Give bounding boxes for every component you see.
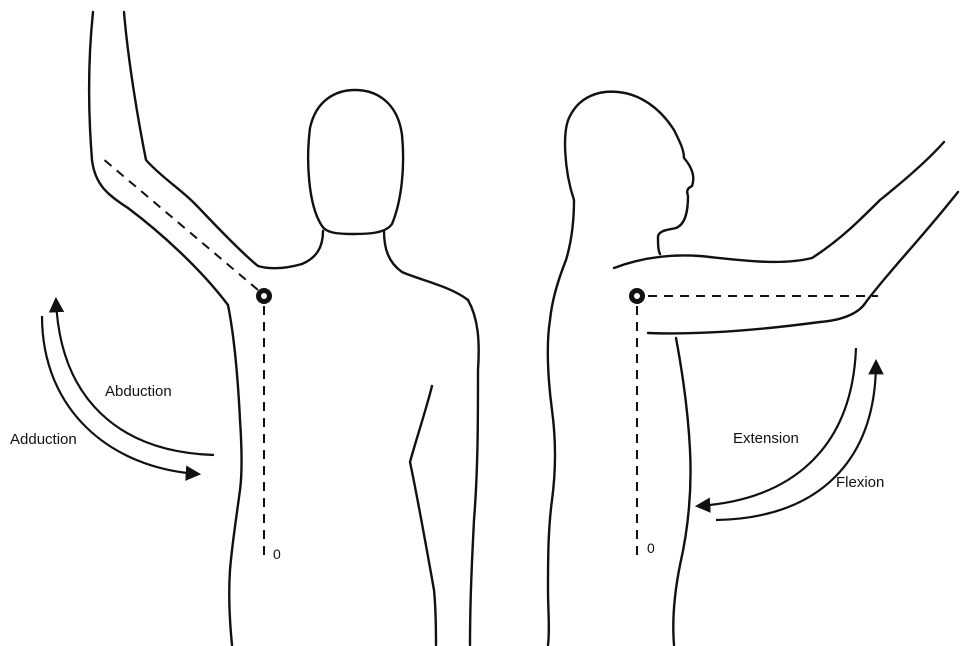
side-shoulder-joint-center (634, 293, 640, 299)
adduction-label: Adduction (10, 431, 77, 448)
extension-label: Extension (733, 430, 799, 447)
front-view-figure: Abduction Adduction 0 (10, 12, 479, 645)
flexion-label: Flexion (836, 474, 884, 491)
front-right-arm-inner-outline (410, 386, 436, 645)
side-arm-top-outline (614, 142, 944, 268)
side-front-torso-outline (673, 338, 690, 645)
front-shoulder-joint-center (261, 293, 267, 299)
extension-arrow (698, 348, 856, 506)
abduction-arrow (56, 300, 214, 455)
side-head-profile-outline (565, 92, 693, 254)
side-zero-mark: 0 (647, 540, 655, 556)
front-raised-arm-outer-outline (89, 12, 241, 645)
side-back-outline (548, 200, 574, 645)
side-view-figure: Extension Flexion 0 (548, 92, 958, 645)
front-arm-axis-dashed-line (102, 158, 258, 290)
side-arm-under-outline (648, 192, 958, 333)
front-head-outline (308, 90, 403, 234)
front-zero-mark: 0 (273, 546, 281, 562)
abduction-label: Abduction (105, 383, 172, 400)
front-right-body-outline (384, 231, 479, 645)
